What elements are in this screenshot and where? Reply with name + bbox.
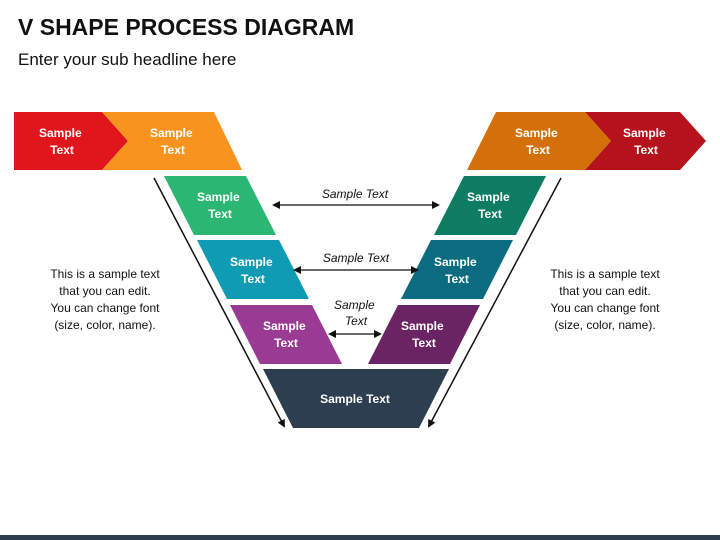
left-side-text-line: This is a sample text: [50, 267, 160, 281]
right-side-text-line: You can change font: [550, 301, 660, 315]
level3-left-shape[interactable]: [230, 305, 342, 364]
level2-right-shape[interactable]: [401, 240, 513, 299]
page-title: V SHAPE PROCESS DIAGRAM: [18, 14, 355, 40]
left-side-text-line: You can change font: [50, 301, 160, 315]
right-side-text-line: (size, color, name).: [554, 318, 656, 332]
page-subtitle: Enter your sub headline here: [18, 50, 237, 69]
level2-left-shape[interactable]: [197, 240, 309, 299]
level3-right-label: Sample Text: [401, 319, 447, 350]
bottom-shape[interactable]: [263, 369, 449, 428]
top-left-orange-label: Sample Text: [150, 126, 196, 157]
level1-left-label: Sample Text: [197, 190, 243, 221]
level1-connector-label: Sample Text: [322, 187, 389, 201]
level1-right-shape[interactable]: [434, 176, 546, 235]
right-side-text-line: that you can edit.: [559, 284, 651, 298]
top-right-orange-label: Sample Text: [515, 126, 561, 157]
left-side-text: This is a sample text that you can edit.…: [30, 266, 180, 334]
level1-right-label: Sample Text: [467, 190, 513, 221]
top-right-orange-shape[interactable]: [467, 112, 611, 170]
level3-connector-label: Sample Text: [334, 298, 378, 328]
level2-connector-label: Sample Text: [323, 251, 390, 265]
left-v-arrow: [153, 177, 285, 428]
right-v-arrow: [428, 177, 562, 428]
level2-right-label: Sample Text: [434, 255, 480, 286]
level2-left-label: Sample Text: [230, 255, 276, 286]
level3-left-label: Sample Text: [263, 319, 309, 350]
right-side-text-line: This is a sample text: [550, 267, 660, 281]
top-left-red-chevron[interactable]: [14, 112, 128, 170]
top-left-orange-shape[interactable]: [102, 112, 242, 170]
top-right-red-chevron[interactable]: [585, 112, 706, 170]
level3-right-shape[interactable]: [368, 305, 480, 364]
top-left-red-label: Sample Text: [39, 126, 85, 157]
top-right-red-label: Sample Text: [623, 126, 669, 157]
left-side-text-line: (size, color, name).: [54, 318, 156, 332]
level1-left-shape[interactable]: [164, 176, 276, 235]
footer-bar: [0, 535, 720, 540]
left-side-text-line: that you can edit.: [59, 284, 151, 298]
bottom-label: Sample Text: [320, 392, 390, 406]
right-side-text: This is a sample text that you can edit.…: [530, 266, 680, 334]
